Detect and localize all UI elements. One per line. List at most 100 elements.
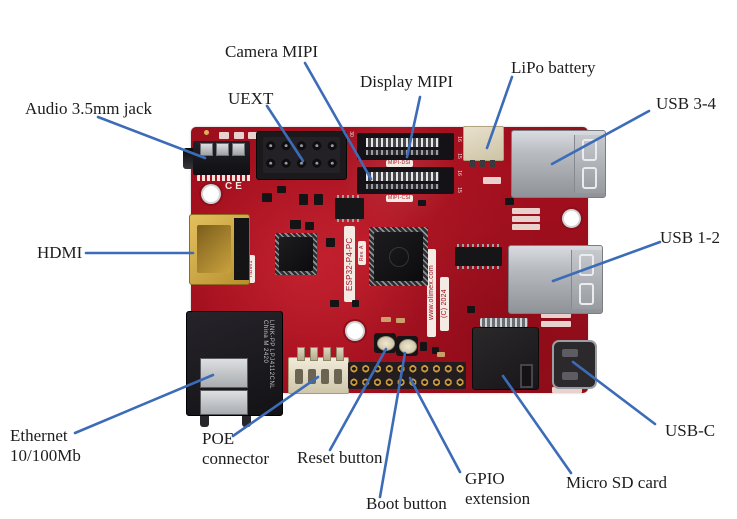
mounting-hole (203, 186, 219, 202)
mipi-csi-connector (357, 167, 454, 194)
poe-slot (308, 369, 316, 384)
smd-resistor (381, 317, 391, 322)
mounting-hole (347, 323, 363, 339)
smd-part (290, 220, 301, 229)
solder-pad (234, 132, 244, 139)
ethernet-jack-text: LINK-PP LPJ4112CNL China M 2420 (262, 320, 274, 389)
poe-pin (297, 347, 305, 361)
smd-part (505, 198, 514, 205)
lipo-pin (490, 160, 495, 167)
silkscreen-box (541, 312, 571, 318)
smd-resistor (396, 318, 405, 323)
pin-number-30: 30 (347, 131, 354, 137)
poe-pin (310, 347, 318, 361)
usb-port-slot (579, 283, 594, 305)
solder-pad (219, 132, 229, 139)
ethernet-slot (200, 390, 248, 415)
smd-part (420, 342, 427, 351)
label-camera-mipi: Camera MIPI (225, 42, 319, 61)
smd-part (432, 347, 439, 354)
chip-body (279, 237, 313, 271)
smd-part (277, 186, 286, 193)
usb-c-pin (562, 372, 578, 380)
mipi-pin-comb (366, 172, 439, 181)
label-lipo-battery: LiPo battery (511, 58, 596, 77)
label-boot-button: Boot button (366, 494, 447, 513)
mipi-pin-comb (366, 184, 439, 189)
usb-port-slot (582, 139, 597, 161)
chip-logo (389, 247, 409, 267)
audio-jack-pin (200, 143, 213, 156)
ethernet-jack: LINK-PP LPJ4112CNL China M 2420 (186, 311, 283, 416)
silkscreen-box (512, 224, 540, 230)
ethernet-slot (200, 358, 248, 388)
pin-number-15b: 15 (455, 187, 462, 193)
boot-button-cap (399, 339, 417, 354)
label-usb-3-4: USB 3-4 (656, 94, 716, 113)
lipo-battery-connector (463, 126, 504, 161)
silkscreen-copyright: (C) 2024 (440, 277, 449, 331)
uext-connector (256, 131, 347, 180)
poe-slot (334, 369, 342, 384)
usb-port-slot (582, 167, 597, 189)
pin-number-15: 15 (455, 153, 462, 159)
mipi-dsi-silkscreen: MIPI-DSI (386, 160, 413, 167)
hdmi-connector (189, 214, 250, 285)
smd-part (305, 222, 314, 230)
label-gpio: GPIO extension (465, 469, 531, 508)
silkscreen-website: www.olimex.com (427, 249, 436, 337)
audio-jack-pin (216, 143, 229, 156)
lipo-pin (470, 160, 475, 167)
silkscreen-box (512, 216, 540, 222)
io-chip (455, 244, 502, 269)
secondary-chip (275, 233, 317, 275)
silkscreen-box (512, 208, 540, 214)
mipi-dsi-connector (357, 133, 454, 160)
smd-part (262, 193, 272, 202)
micro-sd-slot (472, 327, 539, 390)
sd-pins (480, 318, 528, 327)
poe-slot (295, 369, 303, 384)
smd-part (418, 200, 426, 206)
fiducial-dot (204, 130, 209, 135)
poe-connector (288, 357, 349, 394)
smd-part (467, 306, 475, 313)
solder-pad (248, 132, 258, 139)
poe-pin (336, 347, 344, 361)
usb-1-2-connector (508, 245, 603, 314)
poe-slot (321, 369, 329, 384)
main-soc-chip (369, 227, 428, 286)
audio-jack-pin (232, 143, 245, 156)
label-display-mipi: Display MIPI (360, 72, 454, 91)
smd-part (330, 300, 339, 307)
silkscreen-revision: Rev. A (358, 241, 366, 265)
silkscreen-ruler (197, 175, 251, 181)
reset-button-cap (377, 336, 395, 351)
silkscreen-box (541, 321, 571, 327)
poe-pin (323, 347, 331, 361)
usb-3-4-connector (511, 130, 606, 198)
mounting-hole (564, 211, 579, 226)
pin-number-16: 16 (455, 136, 462, 142)
label-usb-c: USB-C (665, 421, 716, 440)
hdmi-shell (234, 218, 249, 280)
ce-mark: CE (225, 181, 245, 192)
boot-button-component (396, 336, 418, 356)
label-audio-jack: Audio 3.5mm jack (25, 99, 153, 118)
flash-chip (335, 195, 364, 222)
smd-resistor (437, 352, 445, 357)
label-reset-button: Reset button (297, 448, 383, 467)
label-ethernet: Ethernet 10/100Mb (10, 426, 81, 465)
mipi-pin-comb (366, 138, 439, 147)
usb-port-slot (579, 254, 594, 276)
smd-part (352, 300, 359, 307)
sd-notch (520, 364, 533, 388)
smd-part (314, 194, 323, 205)
usb-c-pin (562, 349, 578, 357)
lipo-pin (480, 160, 485, 167)
smd-part (299, 194, 308, 205)
gpio-extension-header (348, 362, 466, 389)
label-poe: POE connector (202, 429, 270, 468)
reset-button-component (374, 333, 396, 353)
